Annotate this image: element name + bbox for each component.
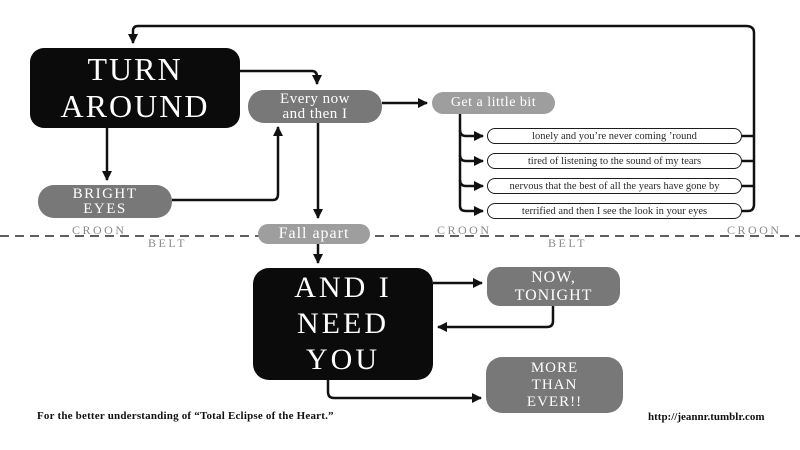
register-label-belt-left: BELT <box>148 236 187 250</box>
node-label-line: AROUND <box>60 88 210 124</box>
arrow-loop-feelings-to-turn-around <box>128 24 756 213</box>
register-label-belt-mid: BELT <box>548 236 587 250</box>
register-label-croon-right: CROON <box>727 223 782 237</box>
node-get-a-little-bit: Get a little bit <box>432 92 555 114</box>
arrow-and-i-need-you-to-more-than-ever <box>326 380 482 403</box>
node-bright-eyes: BRIGHT EYES <box>38 185 172 218</box>
feeling-text: nervous that the best of all the years h… <box>509 180 720 192</box>
node-fall-apart: Fall apart <box>258 224 370 244</box>
arrow-to-feeling-1 <box>458 129 484 141</box>
register-label-croon-left: CROON <box>72 223 127 237</box>
node-label-line: THAN <box>531 376 578 393</box>
node-label: Get a little bit <box>450 95 537 110</box>
node-label-line: EVER!! <box>526 393 583 410</box>
arrow-turn-around-to-every-now <box>240 69 322 85</box>
footer-caption: For the better understanding of “Total E… <box>37 410 334 422</box>
node-label-line: MORE <box>530 359 579 376</box>
node-label-line: NOW, <box>531 268 576 286</box>
arrow-bright-eyes-to-every-now <box>172 126 283 202</box>
register-label-croon-mid: CROON <box>437 223 492 237</box>
node-label-line: AND I <box>294 271 392 304</box>
node-label-line: BRIGHT <box>72 185 138 202</box>
node-turn-around: TURN AROUND <box>30 48 240 128</box>
feeling-text: tired of listening to the sound of my te… <box>527 155 702 167</box>
feeling-text: lonely and you’re never coming ’round <box>532 130 697 142</box>
node-every-now-and-then-i: Every now and then I <box>248 90 382 123</box>
arrow-to-feeling-3 <box>458 179 484 191</box>
node-label-line: and then I <box>282 105 348 122</box>
feeling-text: terrified and then I see the look in you… <box>521 205 708 217</box>
node-label-line: TURN <box>87 51 183 87</box>
node-label-line: YOU <box>306 343 380 376</box>
node-label-line: Every now <box>280 90 350 107</box>
node-and-i-need-you: AND I NEED YOU <box>253 268 433 380</box>
node-now-tonight: NOW, TONIGHT <box>487 267 620 306</box>
feeling-pill-terrified: terrified and then I see the look in you… <box>487 203 742 219</box>
footer-credit-url: http://jeannr.tumblr.com <box>648 411 765 423</box>
node-label-line: NEED <box>297 307 389 340</box>
feeling-pill-lonely: lonely and you’re never coming ’round <box>487 128 742 144</box>
feeling-pill-tired: tired of listening to the sound of my te… <box>487 153 742 169</box>
node-label-line: TONIGHT <box>514 286 593 304</box>
arrow-to-feeling-4 <box>458 205 484 216</box>
feeling-pill-nervous: nervous that the best of all the years h… <box>487 178 742 194</box>
node-more-than-ever: MORE THAN EVER!! <box>486 357 623 413</box>
node-label-line: EYES <box>83 200 127 217</box>
node-label: Fall apart <box>278 225 350 242</box>
arrow-now-tonight-to-and-i-need-you <box>437 306 555 332</box>
arrow-to-feeling-2 <box>458 154 484 166</box>
